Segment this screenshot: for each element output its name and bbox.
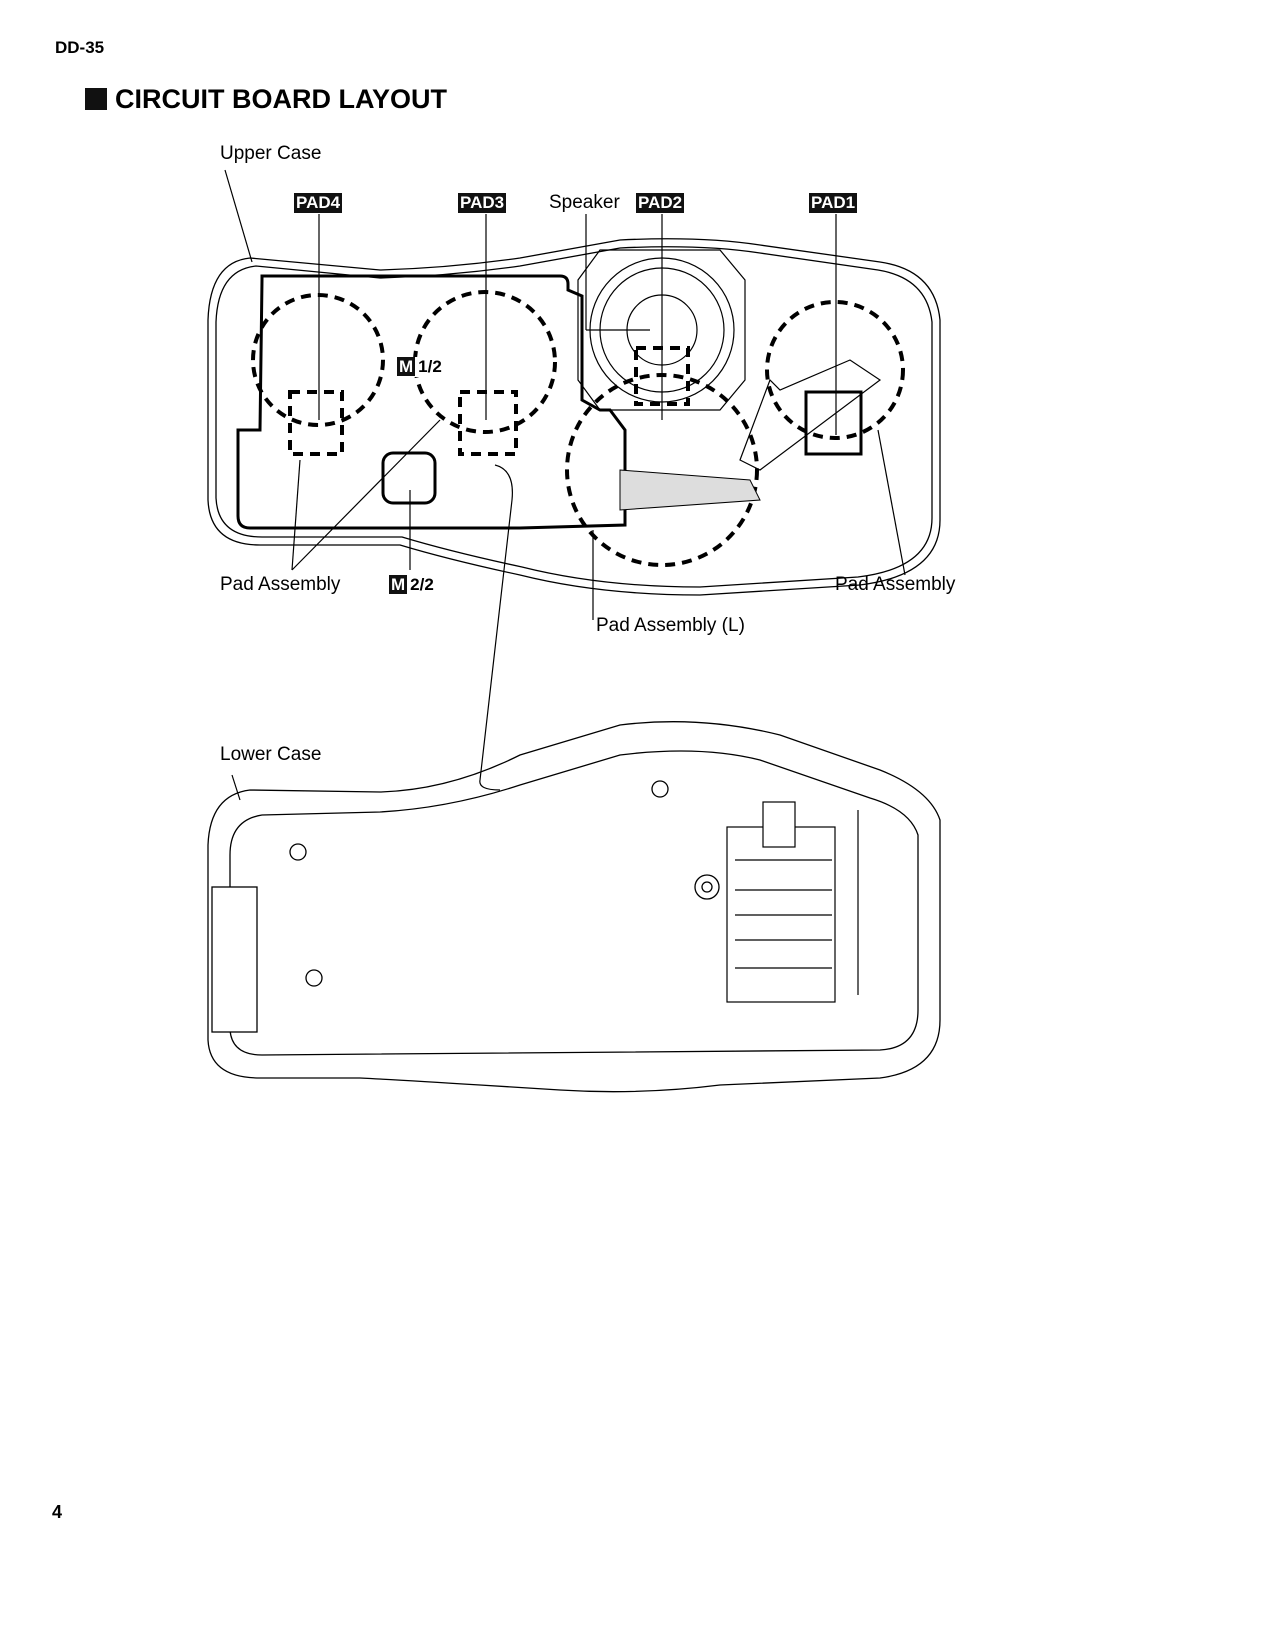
pad-sensors (251, 290, 905, 567)
page-number: 4 (52, 1502, 63, 1522)
pad-assembly-l-label: Pad Assembly (L) (596, 615, 745, 636)
upper-case-outline (207, 238, 941, 596)
speaker-label: Speaker (549, 192, 620, 213)
pad3-label: PAD3 (458, 193, 507, 213)
section-title: CIRCUIT BOARD LAYOUT (115, 84, 448, 114)
lower-case-outline (207, 721, 941, 1093)
pad-assembly-right-label: Pad Assembly (835, 574, 956, 595)
m-1-2-text: 1/2 (418, 357, 442, 376)
pad1-label: PAD1 (809, 193, 858, 213)
m-badge: M (397, 357, 416, 376)
main-pcb (236, 274, 627, 530)
upper-case-label: Upper Case (220, 143, 322, 164)
m-connector (381, 451, 437, 505)
battery-compartment (726, 801, 859, 1003)
model-number: DD-35 (55, 38, 105, 57)
section-marker-icon (85, 88, 107, 110)
pad4-label: PAD4 (294, 193, 343, 213)
pad-assembly-left-label: Pad Assembly (220, 574, 341, 595)
leader-lines (224, 169, 906, 801)
speaker (577, 249, 746, 411)
m-2-2-text: 2/2 (410, 575, 434, 594)
cable (479, 464, 513, 791)
pad1-sensor-box (804, 390, 863, 456)
m-badge: M (389, 575, 408, 594)
pad2-label: PAD2 (636, 193, 685, 213)
lower-case-label: Lower Case (220, 744, 322, 765)
